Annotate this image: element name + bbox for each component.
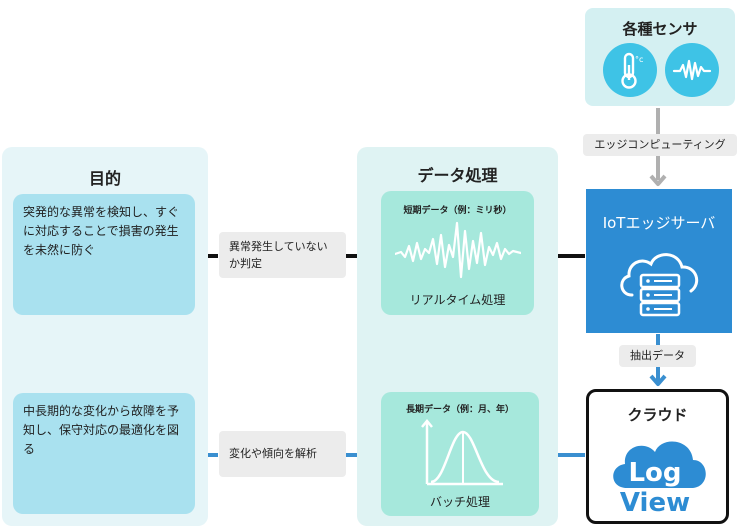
purpose-panel: 目的 突発的な異常を検知し、すぐに対応することで損害の発生を未然に防ぐ 中長期的… <box>2 147 208 526</box>
sensor-title: 各種センサ <box>622 20 698 38</box>
realtime-label: リアルタイム処理 <box>409 293 506 307</box>
batch-label: バッチ処理 <box>429 495 490 509</box>
server-to-cloud-arrowhead <box>649 374 667 386</box>
realtime-caption: 短期データ（例：ミリ秒） <box>403 206 512 216</box>
thermometer-icon: °c <box>621 52 643 89</box>
extract-data-label: 抽出データ <box>619 345 696 367</box>
cloud-logview: クラウド Log View <box>586 389 729 524</box>
batch-processing-card: 長期データ（例：月、年） バッチ処理 <box>381 392 539 516</box>
edge-computing-label: エッジコンピューティング <box>583 134 737 156</box>
goal-card-anomaly: 突発的な異常を検知し、すぐに対応することで損害の発生を未然に防ぐ <box>13 194 195 315</box>
batch-caption: 長期データ（例：月、年） <box>405 405 514 415</box>
purpose-panel-title: 目的 <box>88 169 121 188</box>
judge-anomaly-label: 異常発生していないか判定 <box>219 232 346 278</box>
cloud-server-icon <box>620 253 699 317</box>
iot-edge-server: IoTエッジサーバ <box>586 189 732 333</box>
cloud-title: クラウド <box>627 406 688 424</box>
data-processing-panel: データ処理 短期データ（例：ミリ秒） リアルタイム処理 長期データ（例：月、年）… <box>357 147 558 526</box>
data-panel-title: データ処理 <box>417 166 498 185</box>
logview-logo: Log View <box>613 441 706 514</box>
vibration-sensor <box>665 43 719 97</box>
server-title: IoTエッジサーバ <box>602 214 716 232</box>
thermo-unit-label: °c <box>635 55 643 64</box>
logo-text-view: View <box>620 488 690 514</box>
logo-text-log: Log <box>628 458 681 488</box>
bell-curve-chart-icon <box>421 419 503 486</box>
sensor-to-server-arrowhead <box>649 174 667 186</box>
short-term-waveform-icon <box>395 221 521 279</box>
sensor-group: 各種センサ °c <box>585 8 735 106</box>
realtime-processing-card: 短期データ（例：ミリ秒） リアルタイム処理 <box>381 191 534 315</box>
analyze-trend-label: 変化や傾向を解析 <box>219 431 346 477</box>
goal-card-predictive: 中長期的な変化から故障を予知し、保守対応の最適化を図る <box>13 393 195 514</box>
thermometer-sensor: °c <box>603 43 657 97</box>
pulse-wave-icon <box>672 59 712 81</box>
